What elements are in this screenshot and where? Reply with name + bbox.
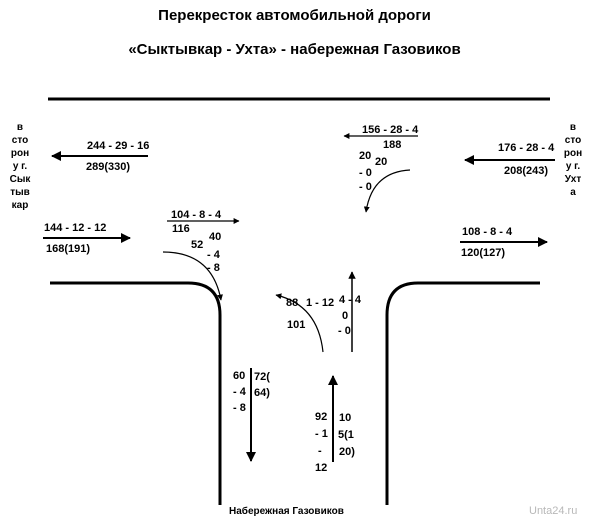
flow-lower-turn-a-1: 40 (209, 231, 222, 243)
flow-lower-west-top: 144 - 12 - 12 (44, 222, 107, 234)
flow-lower-turn-b: 52 (191, 239, 204, 251)
flow-south-down-right-1: 72( (254, 371, 270, 383)
flow-south-up-right-3: 20) (339, 446, 355, 458)
side-label-left-7: кар (11, 200, 29, 211)
flow-south-down-left-2: - 4 (233, 386, 246, 398)
flow-south-left-turn-2: 1 - 12 (306, 297, 335, 309)
side-label-right-4: у г. (565, 161, 581, 172)
flow-lower-center-bottom: 116 (172, 223, 190, 235)
side-label-right-6: а (570, 187, 576, 198)
flow-lower-east-bottom: 120(127) (461, 247, 506, 259)
title-line-2: «Сыктывкар - Ухта» - набережная Газовико… (128, 41, 461, 58)
flow-south-left-turn-3: 101 (287, 319, 306, 331)
side-label-left-4: у г. (12, 161, 28, 172)
flow-south-straight-2: 0 (342, 310, 349, 322)
side-label-left-3: рон (10, 148, 30, 159)
arrow-upper-left-turn (363, 169, 411, 213)
side-label-left-1: в (16, 122, 24, 133)
flow-upper-west-top: 244 - 29 - 16 (87, 140, 150, 152)
flow-upper-left-turn-3: - 0 (359, 167, 372, 179)
arrow-south-left-turn (275, 293, 324, 353)
bottom-street-label: Набережная Газовиков (229, 506, 344, 517)
flow-upper-left-turn-1: 20 (359, 150, 372, 162)
watermark: Unta24.ru (529, 505, 578, 517)
side-label-left-6: тыв (10, 187, 30, 198)
flow-upper-west-bottom: 289(330) (86, 161, 131, 173)
side-label-left: в сто рон у г. Сык тыв кар (5, 121, 35, 212)
flow-south-up-left-3: - (318, 445, 322, 457)
flow-upper-east-bottom: 208(243) (504, 165, 549, 177)
side-label-right-5: Ухт (564, 174, 582, 185)
side-label-left-2: сто (11, 135, 29, 146)
flow-upper-left-turn-4: - 0 (359, 181, 372, 193)
side-label-right-1: в (569, 122, 577, 133)
flow-south-up-left-2: - 1 (315, 428, 328, 440)
flow-south-down-left-1: 60 (233, 370, 246, 382)
side-label-left-5: Сык (9, 174, 31, 185)
side-label-right: в сто рон у г. Ухт а (560, 121, 586, 199)
road-edge-bottom-right (385, 281, 540, 505)
flow-lower-east-top: 108 - 8 - 4 (462, 226, 513, 238)
flow-south-up-left-4: 12 (315, 462, 328, 474)
flow-upper-center-top: 156 - 28 - 4 (362, 124, 419, 136)
flow-lower-turn-a-2: - 4 (207, 249, 220, 261)
flow-south-up-left-1: 92 (315, 411, 328, 423)
flow-south-straight-3: - 0 (338, 325, 351, 337)
title-line-1: Перекресток автомобильной дороги (158, 7, 431, 24)
flow-south-up-right-1: 10 (339, 412, 352, 424)
arrow-lower-right-turn (162, 251, 223, 301)
side-label-right-3: рон (563, 148, 583, 159)
flow-lower-turn-a-3: - 8 (207, 262, 220, 274)
flow-lower-west-bottom: 168(191) (46, 243, 91, 255)
flow-south-straight-1: 4 - 4 (339, 294, 362, 306)
flow-south-up-right-2: 5(1 (338, 429, 354, 441)
flow-upper-left-turn-2: 20 (375, 156, 388, 168)
flow-south-down-right-2: 64) (254, 387, 270, 399)
flow-south-left-turn-1: 88 (286, 297, 299, 309)
flow-upper-east-top: 176 - 28 - 4 (498, 142, 555, 154)
side-label-right-2: сто (564, 135, 582, 146)
flow-upper-center-bottom: 188 (383, 139, 402, 151)
flow-south-down-left-3: - 8 (233, 402, 246, 414)
road-edge-bottom-left (50, 281, 222, 505)
flow-lower-center-top: 104 - 8 - 4 (171, 209, 222, 221)
